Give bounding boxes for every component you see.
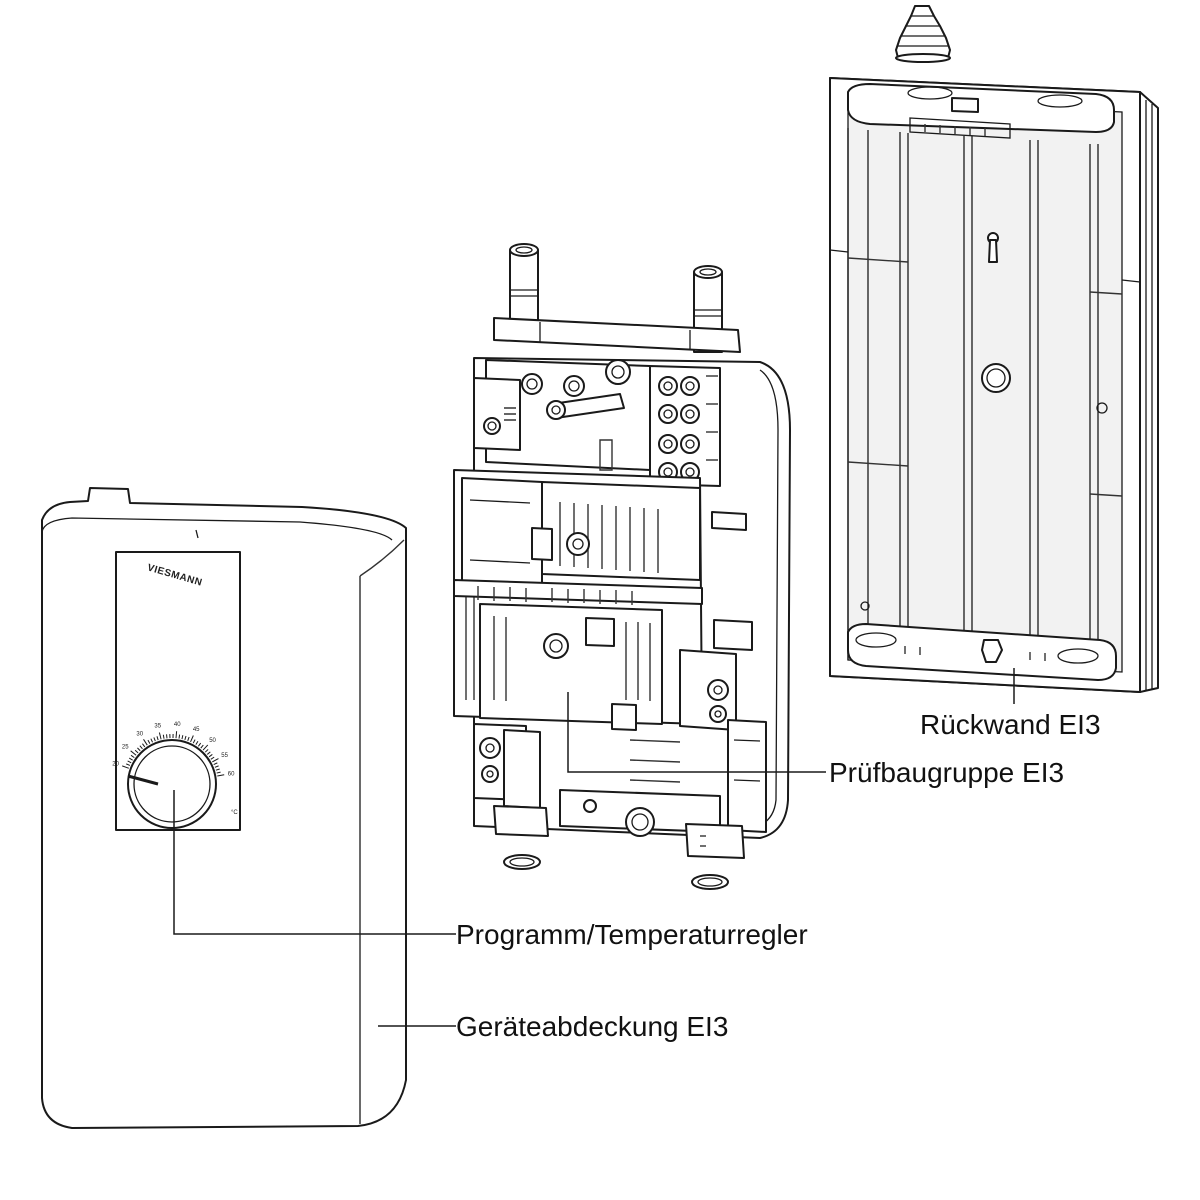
dial-tick <box>216 771 221 774</box>
dial-pointer <box>127 774 159 786</box>
temperature-dial[interactable]: 20 25 30 35 40 45 50 55 60 °C <box>112 722 238 829</box>
dial-tick <box>130 754 135 759</box>
dial-tick <box>122 765 129 769</box>
dial-tick <box>215 768 220 771</box>
dial-scale-number: 45 <box>193 727 200 733</box>
dial-scale-number: 35 <box>154 724 161 730</box>
dial-scale-number: 40 <box>174 722 181 728</box>
dial-scale-number: 20 <box>112 761 119 767</box>
leader-pruefbaugruppe <box>567 692 826 773</box>
dial-tick <box>153 737 156 742</box>
label-pruefbaugruppe: Prüfbaugruppe EI3 <box>829 757 1064 788</box>
dial-scale-number: 25 <box>122 744 129 750</box>
dial-scale-number: 50 <box>209 738 216 744</box>
dial-scale-number: 30 <box>136 731 143 737</box>
dial-tick <box>214 765 219 768</box>
dial-tick <box>139 745 143 750</box>
dial-tick <box>181 735 184 740</box>
test-assembly <box>453 243 791 890</box>
dial-tick <box>162 734 165 739</box>
dial-tick <box>128 757 133 761</box>
dial-unit: °C <box>231 810 238 816</box>
dial-scale: 20 25 30 35 40 45 50 55 60 °C <box>112 722 238 816</box>
dial-tick <box>137 747 141 752</box>
dial-scale-number: 60 <box>228 772 235 778</box>
dial-tick <box>200 744 204 749</box>
dial-tick <box>213 762 218 766</box>
dial-tick <box>147 739 151 744</box>
dial-tick <box>126 763 131 766</box>
dial-tick <box>202 744 209 751</box>
dial-tick <box>210 756 215 760</box>
dial-tick <box>158 732 162 740</box>
dial-tick <box>178 734 181 739</box>
dial-tick <box>206 751 211 755</box>
dial-tick <box>156 736 159 741</box>
dial-tick <box>192 739 196 744</box>
dial-tick <box>175 731 178 739</box>
label-abdeckung: Geräteabdeckung EI3 <box>456 1011 728 1042</box>
dial-tick <box>187 736 190 741</box>
dial-tick <box>134 749 139 754</box>
dial-tick <box>212 758 219 763</box>
dial-tick <box>130 750 137 756</box>
label-rueckwand: Rückwand EI3 <box>920 709 1101 740</box>
dial-scale-number: 55 <box>221 753 228 759</box>
leader-regler <box>173 790 456 935</box>
dial-tick <box>143 739 148 746</box>
rear-wall <box>829 77 1159 693</box>
dial-tick <box>184 735 187 740</box>
dial-tick <box>142 743 146 748</box>
dial-tick <box>195 740 199 745</box>
cable-grommet <box>895 5 951 63</box>
dial-tick <box>127 760 132 764</box>
dial-tick <box>204 749 209 753</box>
dial-tick <box>190 735 194 743</box>
label-regler: Programm/Temperaturregler <box>456 919 808 950</box>
dial-tick <box>150 738 154 743</box>
dial-tick <box>197 742 202 747</box>
front-cover: VIESMANN <box>41 487 407 1129</box>
dial-tick <box>208 754 213 758</box>
dial-tick <box>217 774 225 777</box>
